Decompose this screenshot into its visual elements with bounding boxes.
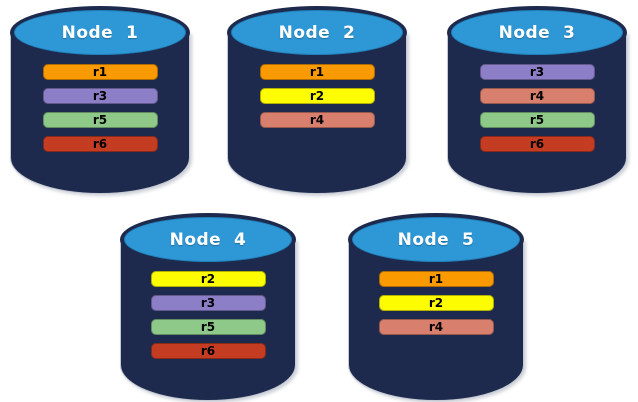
replica-bar-r4: r4 [378,319,494,335]
replica-bar-r1: r1 [378,271,494,287]
replica-bar-r3: r3 [42,88,158,104]
node-1-label: Node 1 [61,22,139,43]
replica-label: r2 [428,296,444,310]
replica-label: r4 [428,320,444,334]
node-2: Node 2 r1 r2 r4 [227,6,407,194]
node-3-replicas: r3 r4 r5 r6 [447,64,627,152]
replica-label: r1 [309,65,325,79]
node-2-replicas: r1 r2 r4 [227,64,407,128]
replica-label: r3 [529,65,545,79]
replica-label: r2 [309,89,325,103]
replica-label: r6 [200,344,216,358]
node-1: Node 1 r1 r3 r5 r6 [10,6,190,194]
replica-label: r4 [529,89,545,103]
node-5-replicas: r1 r2 r4 [348,271,524,335]
replica-bar-r3: r3 [479,64,595,80]
replica-label: r6 [92,137,108,151]
replica-label: r5 [92,113,108,127]
replica-bar-r2: r2 [378,295,494,311]
replica-label: r6 [529,137,545,151]
replica-bar-r1: r1 [259,64,375,80]
node-5-cylinder-top: Node 5 [348,213,524,266]
node-4-cylinder-top: Node 4 [120,213,296,266]
replica-label: r1 [92,65,108,79]
replica-label: r1 [428,272,444,286]
node-4: Node 4 r2 r3 r5 r6 [120,213,296,401]
node-2-cylinder-top: Node 2 [227,6,407,59]
replica-bar-r1: r1 [42,64,158,80]
node-5: Node 5 r1 r2 r4 [348,213,524,401]
node-4-replicas: r2 r3 r5 r6 [120,271,296,359]
replica-bar-r6: r6 [42,136,158,152]
node-4-label: Node 4 [169,229,247,250]
replica-label: r3 [92,89,108,103]
replica-bar-r5: r5 [150,319,266,335]
replica-bar-r6: r6 [479,136,595,152]
replica-label: r4 [309,113,325,127]
replica-bar-r2: r2 [150,271,266,287]
node-2-label: Node 2 [278,22,356,43]
node-1-replicas: r1 r3 r5 r6 [10,64,190,152]
node-1-cylinder-top: Node 1 [10,6,190,59]
replica-bar-r4: r4 [479,88,595,104]
node-3: Node 3 r3 r4 r5 r6 [447,6,627,194]
replica-label: r3 [200,296,216,310]
replica-bar-r5: r5 [479,112,595,128]
replica-bar-r4: r4 [259,112,375,128]
replica-bar-r3: r3 [150,295,266,311]
replica-label: r5 [200,320,216,334]
node-3-label: Node 3 [498,22,576,43]
node-3-cylinder-top: Node 3 [447,6,627,59]
replica-label: r5 [529,113,545,127]
node-5-label: Node 5 [397,229,475,250]
replica-bar-r6: r6 [150,343,266,359]
replica-label: r2 [200,272,216,286]
replica-bar-r5: r5 [42,112,158,128]
replica-bar-r2: r2 [259,88,375,104]
